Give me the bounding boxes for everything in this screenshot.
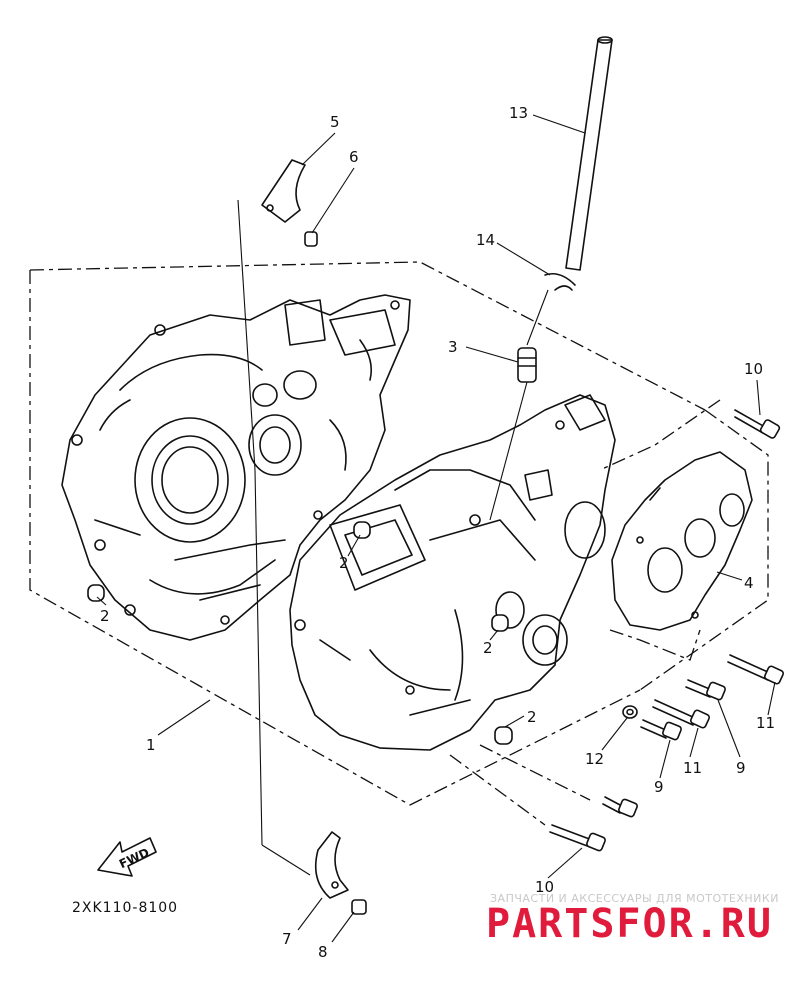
callout-11-right: 11: [756, 714, 775, 732]
callout-11-middle: 11: [683, 759, 702, 777]
callout-2-lower: 2: [527, 708, 537, 726]
leader-lines: [96, 114, 776, 943]
callout-labels: 13 14 3 5 6 10 4 2 2 2 2 1 11 9 11 9 12 …: [100, 104, 775, 961]
callout-6: 6: [349, 148, 359, 166]
assembly-outline: [29, 261, 769, 806]
callout-12: 12: [585, 750, 604, 768]
part-code: 2XK110-8100: [72, 900, 178, 916]
fwd-arrow: FWD: [97, 837, 157, 877]
callout-2-right: 2: [483, 639, 493, 657]
callout-2-left: 2: [100, 607, 110, 625]
callout-3: 3: [448, 338, 458, 356]
bolts: [449, 399, 785, 852]
callout-4: 4: [744, 574, 754, 592]
breather-pipe: [489, 36, 613, 521]
callout-9-middle: 9: [654, 778, 664, 796]
callout-8: 8: [318, 943, 328, 961]
callout-14: 14: [476, 231, 495, 249]
watermark: ЗАПЧАСТИ И АКСЕССУАРЫ ДЛЯ МОТОТЕХНИКИ PA…: [486, 892, 779, 947]
callout-5: 5: [330, 113, 340, 131]
callout-7: 7: [282, 930, 292, 948]
callout-9-right: 9: [736, 759, 746, 777]
left-crankcase: [61, 294, 411, 641]
callout-13: 13: [509, 104, 528, 122]
callout-2-center: 2: [339, 554, 349, 572]
watermark-tagline: ЗАПЧАСТИ И АКСЕССУАРЫ ДЛЯ МОТОТЕХНИКИ: [490, 892, 779, 905]
stopper-plates: [237, 159, 367, 915]
right-crankcase: [289, 394, 616, 751]
watermark-brand: PARTSFOR.RU: [486, 901, 773, 947]
side-cover: [611, 451, 753, 631]
dowel-pins: [87, 521, 513, 745]
callout-10-top: 10: [744, 360, 763, 378]
callout-1: 1: [146, 736, 156, 754]
callout-10-lower: 10: [535, 878, 554, 896]
